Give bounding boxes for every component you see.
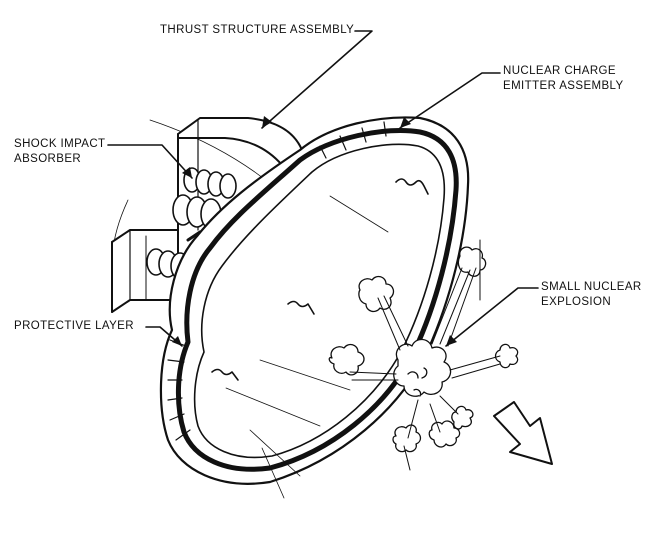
thrust-direction-arrow <box>493 401 553 465</box>
label-nuclear-charge-emitter-assembly: NUCLEAR CHARGE EMITTER ASSEMBLY <box>503 65 624 92</box>
label-protective-layer: PROTECTIVE LAYER <box>14 320 134 332</box>
plate-face <box>193 143 446 459</box>
label-shock-impact-absorber: SHOCK IMPACT ABSORBER <box>14 138 106 165</box>
explosion-ejecta-lines <box>349 239 501 471</box>
label-small-nuclear-explosion: SMALL NUCLEAR EXPLOSION <box>541 281 642 308</box>
nuclear-explosion <box>328 246 519 453</box>
label-thrust-structure-assembly: THRUST STRUCTURE ASSEMBLY <box>160 24 355 36</box>
pusher-plate <box>159 116 470 499</box>
thrust-structure-assembly <box>111 117 303 313</box>
leader-arrowheads <box>172 116 457 346</box>
